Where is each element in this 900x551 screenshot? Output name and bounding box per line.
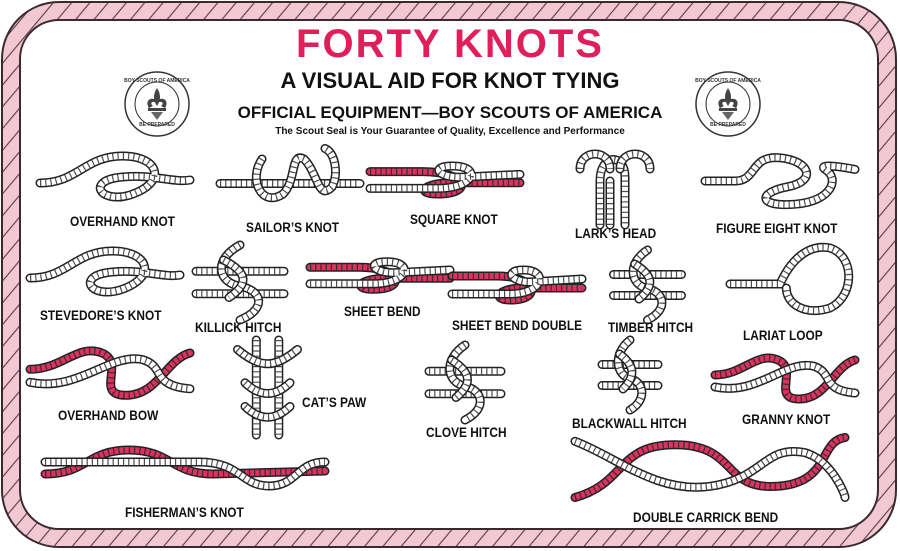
rope-strand-twist <box>452 266 583 297</box>
page-title: FORTY KNOTS <box>296 22 604 66</box>
rope-strand-twist <box>44 446 326 478</box>
stevedores-knot-illustration <box>25 246 185 297</box>
overhand-bow-illustration <box>25 346 195 400</box>
lariat-loop-illustration <box>725 242 854 316</box>
sailors-knot-label: SAILOR’S KNOT <box>246 220 340 235</box>
square-knot-illustration <box>365 161 525 199</box>
seal-top-text: BOY SCOUTS OF AMERICA <box>124 78 190 84</box>
cats-paw-illustration <box>233 335 302 440</box>
blackwall-hitch-label: BLACKWALL HITCH <box>572 416 687 431</box>
rope-strand-twist <box>29 355 191 392</box>
square-knot-label: SQUARE KNOT <box>410 212 498 227</box>
rope-strand-twist <box>617 151 653 170</box>
rope-strand-twist <box>253 145 339 201</box>
rope-strand-twist <box>597 156 628 225</box>
scout-seal-left: BOY SCOUTS OF AMERICA BE PREPARED <box>123 70 191 138</box>
page-subtitle: A VISUAL AID FOR KNOT TYING <box>280 68 620 93</box>
granny-knot-label: GRANNY KNOT <box>742 412 831 427</box>
overhand-knot-label: OVERHAND KNOT <box>70 214 175 229</box>
rope-strand-white <box>702 154 858 208</box>
stevedores-knot-label: STEVEDORE’S KNOT <box>40 308 162 323</box>
figure-eight-knot-label: FIGURE EIGHT KNOT <box>716 221 838 236</box>
rope-strand-white <box>242 403 293 421</box>
figure-eight-knot-illustration <box>700 153 860 210</box>
fleur-de-lis-icon <box>124 71 190 137</box>
rope-strand-twist <box>452 273 582 304</box>
official-equipment-line: OFFICIAL EQUIPMENT—BOY SCOUTS OF AMERICA <box>237 103 663 122</box>
rope-strand-white <box>616 351 635 392</box>
lariat-loop-label: LARIAT LOOP <box>743 328 823 343</box>
sheet-bend-double-illustration <box>447 265 587 305</box>
rope-strand-white <box>27 247 183 295</box>
larks-head-label: LARK’S HEAD <box>575 226 657 241</box>
double-carrick-bend-illustration <box>570 433 850 502</box>
sailors-knot-illustration <box>215 144 365 203</box>
rope-strand-white <box>242 379 293 397</box>
rope-strand-white <box>572 438 848 501</box>
overhand-knot-illustration <box>35 151 195 202</box>
rope-strand-twist <box>45 459 326 490</box>
rope-strand-twist <box>705 154 856 208</box>
fishermans-knot-illustration <box>40 445 330 491</box>
blackwall-hitch-illustration <box>597 335 663 415</box>
rope-strand-white <box>631 261 653 302</box>
larks-head-illustration <box>575 149 655 230</box>
cats-paw-label: CAT’S PAW <box>302 395 367 410</box>
timber-hitch-label: TIMBER HITCH <box>608 320 694 335</box>
rope-strand-twist <box>714 362 856 396</box>
sheet-bend-illustration <box>305 257 455 294</box>
guarantee-line: The Scout Seal is Your Guarantee of Qual… <box>275 126 625 137</box>
sheet-bend-double-label: SHEET BEND DOUBLE <box>452 318 583 333</box>
killick-hitch-illustration <box>191 240 289 325</box>
rope-strand-white <box>448 357 471 401</box>
rope-strand-twist <box>310 258 451 287</box>
timber-hitch-illustration <box>609 245 686 325</box>
rope-strand-white <box>37 152 193 200</box>
fleur-de-lis-icon <box>695 71 761 137</box>
killick-hitch-label: KILLICK HITCH <box>195 320 282 335</box>
scout-seal-right: BOY SCOUTS OF AMERICA BE PREPARED <box>694 70 762 138</box>
rope-strand-white <box>367 162 523 192</box>
sheet-bend-label: SHEET BEND <box>344 304 421 319</box>
double-carrick-bend-label: DOUBLE CARRICK BEND <box>633 510 779 525</box>
clove-hitch-label: CLOVE HITCH <box>426 425 507 440</box>
seal-bottom-text: BE PREPARED <box>139 122 175 128</box>
rope-strand-twist <box>577 151 613 170</box>
fishermans-knot-label: FISHERMAN’S KNOT <box>125 505 244 520</box>
granny-knot-illustration <box>710 353 860 404</box>
seal-top-text: BOY SCOUTS OF AMERICA <box>695 78 761 84</box>
seal-bottom-text: BE PREPARED <box>710 122 746 128</box>
clove-hitch-illustration <box>424 340 506 425</box>
overhand-bow-label: OVERHAND BOW <box>58 408 159 423</box>
rope-strand-white <box>727 244 852 314</box>
rope-strand-twist <box>222 257 246 300</box>
rope-strand-white <box>234 346 301 367</box>
rope-strand-twist <box>730 244 852 314</box>
